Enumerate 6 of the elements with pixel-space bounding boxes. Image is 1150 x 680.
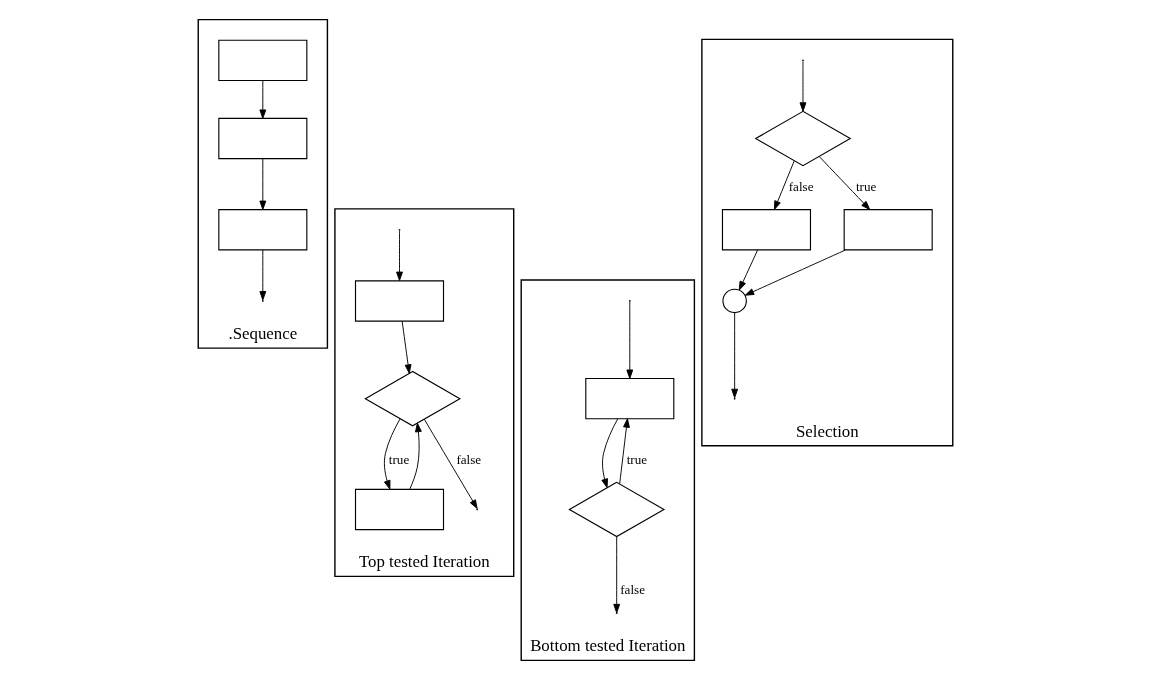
edge-label: true — [388, 451, 409, 467]
edge-label: true — [626, 451, 647, 467]
edge-label: false — [455, 451, 481, 467]
edge-label: false — [619, 582, 645, 598]
edge-label: false — [788, 179, 813, 195]
edge-label: true — [855, 179, 876, 195]
